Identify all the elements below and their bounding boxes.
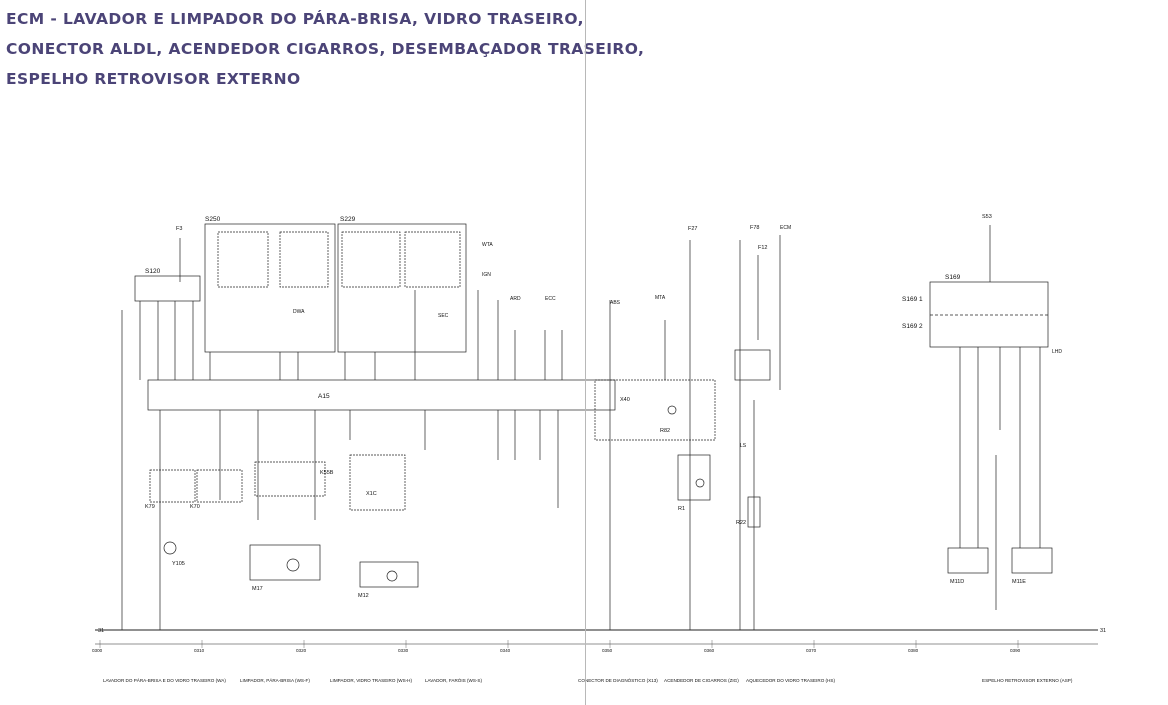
label-s169: S169 [945,274,961,281]
ruler-0300: 0300 [92,648,103,653]
label-x1c: X1C [366,491,377,497]
title-line-3: ESPELHO RETROVISOR EXTERNO [6,70,301,88]
ruler-0340: 0340 [500,648,511,653]
caption-exterior-mirror: ESPELHO RETROVISOR EXTERNO (ASP) [982,678,1073,683]
ground-left-label: 31 [98,628,104,634]
tag-dwa: DWA [293,309,305,315]
label-s250: S250 [205,216,221,223]
tag-abs: ABS [610,300,621,306]
caption-front-wiper: LIMPADOR, PÁRA-BRISA (WS-F) [240,677,310,683]
tag-ign: IGN [482,272,491,278]
title-block: ECM - LAVADOR E LIMPADOR DO PÁRA-BRISA, … [6,4,645,94]
label-y105: Y105 [172,561,185,567]
label-fuse-s53: S53 [982,214,992,220]
caption-washer: LAVADOR DO PÁRA-BRISA E DO VIDRO TRASEIR… [103,677,226,683]
title-line-2: CONECTOR ALDL, ACENDEDOR CIGARROS, DESEM… [6,40,645,58]
ruler-0320: 0320 [296,648,307,653]
label-r1: R1 [678,506,685,512]
label-fuse-f27: F27 [688,226,697,232]
label-fuse-f3: F3 [176,226,182,232]
label-fuse-f78: F78 [750,225,759,231]
label-a15: A15 [318,393,330,400]
ruler-0370: 0370 [806,648,817,653]
ground-right-label: 31 [1100,628,1106,634]
label-k79: K79 [145,504,155,510]
ruler-0310: 0310 [194,648,205,653]
ruler-0360: 0360 [704,648,715,653]
label-r82: R82 [660,428,670,434]
label-m11d: M11D [950,579,964,585]
tag-mta: MTA [655,295,666,301]
caption-headlamp-washer: LAVADOR, FARÓIS (WS-S) [425,677,482,683]
title-line-1: ECM - LAVADOR E LIMPADOR DO PÁRA-BRISA, … [6,10,584,28]
tag-ard: ARD [510,296,521,302]
label-m11e: M11E [1012,579,1026,585]
label-s169-2: S169 2 [902,323,923,330]
ruler-0390: 0390 [1010,648,1021,653]
tag-ls: LS [740,443,747,449]
label-x40: X40 [620,397,630,403]
label-m17: M17 [252,586,263,592]
label-s169-1: S169 1 [902,296,923,303]
tag-wta: WTA [482,242,493,248]
label-r22: R22 [736,520,746,526]
ruler-0330: 0330 [398,648,409,653]
label-s229: S229 [340,216,356,223]
label-k55b: K55B [320,470,334,476]
tag-sec: SEC [438,313,449,319]
tag-ecc: ECC [545,296,556,302]
page-divider [585,0,586,705]
ruler-0350: 0350 [602,648,613,653]
label-k70: K70 [190,504,200,510]
tag-ecm: ECM [780,225,791,231]
ruler-0380: 0380 [908,648,919,653]
label-s120: S120 [145,268,161,275]
tag-lhd: LHD [1052,349,1062,355]
caption-cigar-lighter: ACENDEDOR DE CIGARROS (ZIG) [664,678,739,683]
caption-diagnostic-connector: CONECTOR DE DIAGNÓSTICO (X13) [578,677,658,683]
caption-rear-defroster: AQUECEDOR DO VIDRO TRASEIRO (HS) [746,678,835,683]
caption-rear-wiper: LIMPADOR, VIDRO TRASEIRO (WS-H) [330,678,412,683]
label-m12: M12 [358,593,369,599]
label-fuse-f12: F12 [758,245,767,251]
